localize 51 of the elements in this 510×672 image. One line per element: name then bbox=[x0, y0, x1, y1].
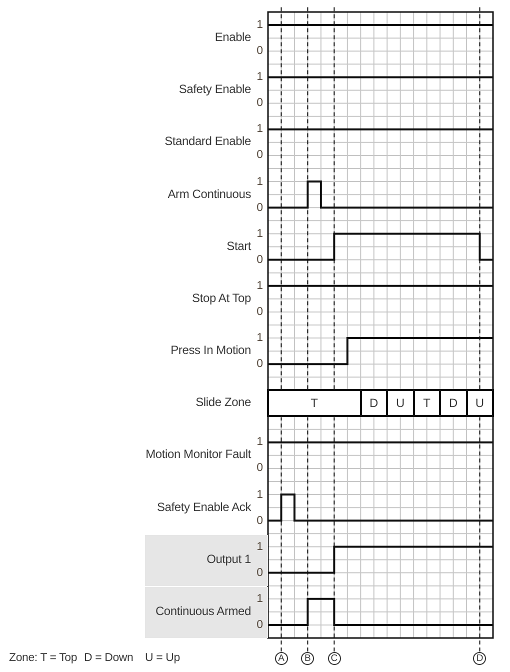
signal-name: Safety Enable bbox=[178, 81, 251, 98]
zone-segment: U bbox=[386, 389, 415, 418]
signal-name: Output 1 bbox=[206, 551, 251, 568]
level-label: 1 bbox=[256, 592, 263, 607]
level-label: 1 bbox=[256, 122, 263, 138]
signal-name: Motion Monitor Fault bbox=[146, 446, 251, 462]
level-label: 1 bbox=[256, 488, 263, 503]
level-label: 1 bbox=[256, 226, 263, 242]
level-label: 1 bbox=[256, 18, 263, 34]
signal-name: Continuous Armed bbox=[155, 603, 251, 620]
level-label: 0 bbox=[256, 514, 263, 529]
level-label: 1 bbox=[256, 331, 263, 346]
level-label: 0 bbox=[256, 566, 263, 581]
marker-circle: B bbox=[301, 652, 314, 664]
zone-note: D = Down bbox=[84, 651, 134, 666]
level-label: 0 bbox=[256, 148, 263, 164]
marker-circle: A bbox=[274, 652, 288, 664]
dashed-marker-line bbox=[280, 6, 282, 652]
zone-segment: T bbox=[267, 389, 362, 418]
dashed-marker-line bbox=[307, 6, 308, 652]
signal-name: Start bbox=[226, 238, 251, 254]
level-label: 1 bbox=[256, 70, 263, 86]
zone-note: U = Up bbox=[145, 651, 180, 666]
signal-name: Standard Enable bbox=[164, 133, 251, 150]
signal-name: Stop At Top bbox=[192, 290, 251, 306]
level-label: 0 bbox=[256, 96, 263, 112]
level-label: 1 bbox=[256, 435, 263, 450]
level-label: 0 bbox=[256, 200, 263, 216]
dashed-marker-line bbox=[479, 6, 480, 652]
signal-name: Enable bbox=[214, 29, 251, 46]
marker-circle: C bbox=[328, 652, 341, 664]
marker-circle: D bbox=[473, 652, 486, 664]
level-label: 0 bbox=[256, 304, 263, 320]
signal-name: Arm Continuous bbox=[168, 186, 251, 202]
dashed-marker-line bbox=[334, 6, 335, 652]
level-label: 0 bbox=[256, 618, 263, 633]
level-label: 0 bbox=[256, 252, 263, 268]
level-label: 1 bbox=[256, 174, 263, 190]
signal-name: Slide Zone bbox=[196, 394, 251, 410]
zone-segment: D bbox=[439, 389, 468, 418]
signal-name: Safety Enable Ack bbox=[157, 498, 251, 515]
level-label: 0 bbox=[256, 44, 263, 60]
level-label: 0 bbox=[256, 461, 263, 476]
signal-name: Press In Motion bbox=[170, 342, 251, 358]
zone-segment: U bbox=[466, 389, 494, 418]
level-label: 0 bbox=[256, 357, 263, 372]
zone-note: Zone: T = Top bbox=[9, 651, 78, 666]
level-label: 1 bbox=[256, 540, 263, 555]
signal-band bbox=[145, 534, 268, 586]
level-label: 1 bbox=[256, 278, 263, 294]
signal-band bbox=[145, 586, 268, 638]
